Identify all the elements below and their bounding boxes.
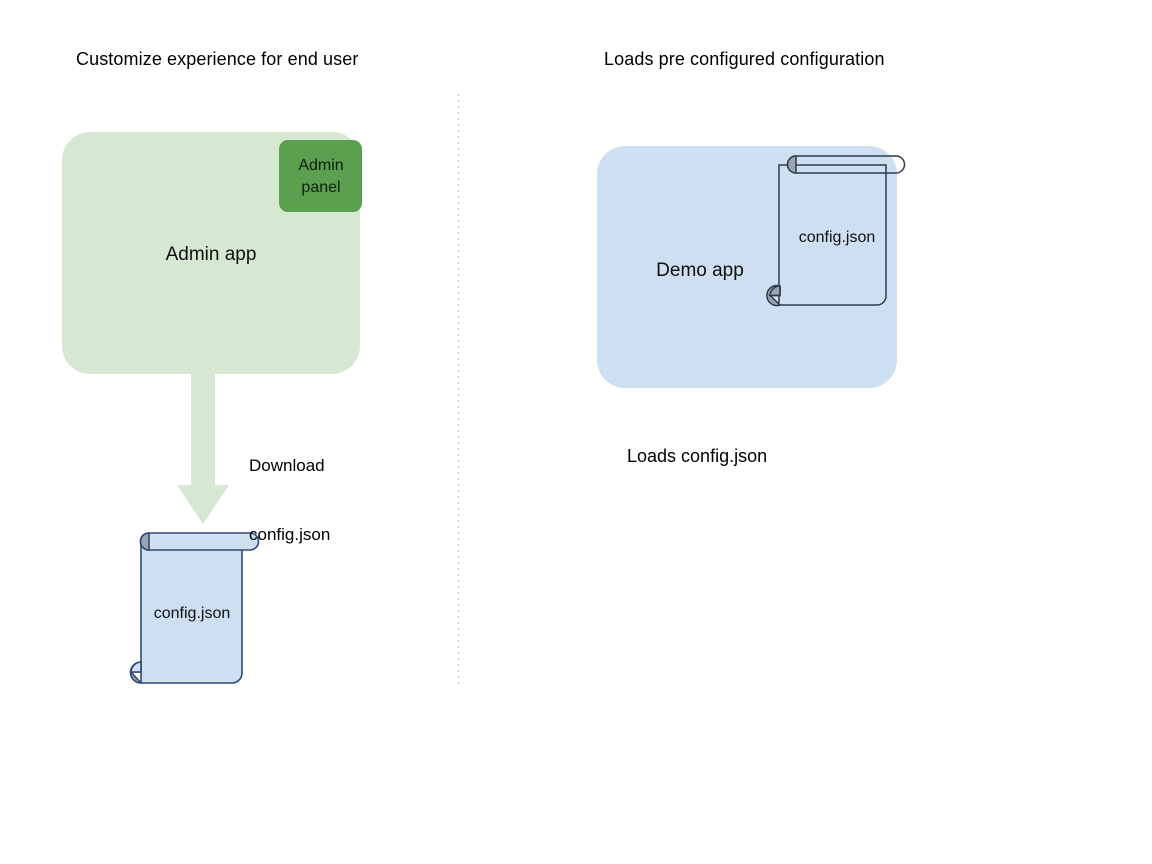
config-document-left-top-roll bbox=[139, 532, 260, 551]
right-column-title: Loads pre configured configuration bbox=[604, 49, 885, 69]
admin-app-label: Admin app bbox=[165, 244, 257, 265]
download-edge-label-line2: config.json bbox=[249, 524, 331, 544]
admin-panel-label: Admin panel bbox=[280, 155, 362, 199]
config-document-left-bottom-curl-notch bbox=[130, 661, 142, 673]
download-arrow bbox=[177, 366, 229, 524]
config-document-right-bottom-curl bbox=[766, 284, 782, 307]
config-document-right-label: config.json bbox=[798, 229, 876, 246]
config-document-left-top-curl bbox=[139, 532, 150, 551]
download-edge-label-line1: Download bbox=[249, 455, 325, 475]
download-edge-label: Download config.json bbox=[249, 409, 330, 593]
admin-panel-label-line2: panel bbox=[301, 179, 341, 197]
config-document-right-top-curl bbox=[786, 155, 797, 174]
admin-panel-label-line1: Admin bbox=[298, 157, 344, 174]
loads-config-caption: Loads config.json bbox=[627, 446, 768, 466]
config-document-left-bottom-curl bbox=[129, 661, 143, 684]
left-column-title: Customize experience for end user bbox=[76, 49, 359, 69]
config-document-right-bottom-curl-notch bbox=[769, 285, 781, 297]
demo-app-label: Demo app bbox=[656, 260, 744, 281]
config-document-left-label: config.json bbox=[153, 605, 231, 622]
config-document-right-top-roll bbox=[786, 155, 906, 174]
